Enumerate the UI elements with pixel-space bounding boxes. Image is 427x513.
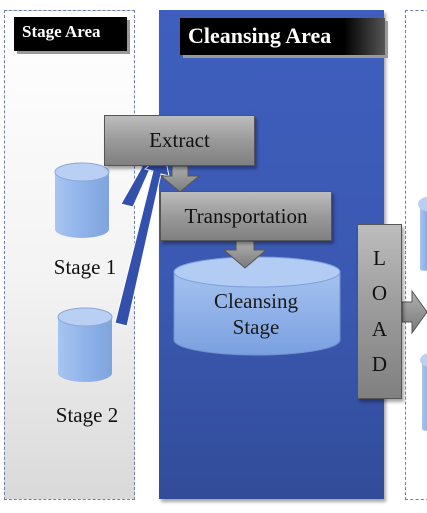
extract-to-transportation-arrow-icon [159, 165, 201, 193]
load-letter: O [371, 281, 388, 306]
stage1-database-icon [54, 162, 110, 238]
warehouse-database-icon-2 [420, 353, 427, 431]
stage-area-title: Stage Area [14, 17, 127, 51]
load-right-arrow-icon [401, 289, 427, 335]
warehouse-database-icon [418, 196, 427, 271]
cleansing-stage-label-line2: Stage [232, 315, 280, 339]
cleansing-stage-database-icon [173, 256, 341, 356]
cleansing-stage-label-line1: Cleansing [214, 289, 298, 313]
extract-box: Extract [104, 115, 255, 166]
stage2-database-icon [57, 307, 113, 382]
load-box: L O A D [357, 224, 402, 399]
cleansing-area-title: Cleansing Area [180, 18, 385, 55]
stage1-label: Stage 1 [53, 255, 117, 279]
stage-area-panel [4, 10, 135, 500]
cleansing-stage-label: Cleansing Stage [175, 288, 337, 344]
load-letter: D [371, 351, 388, 376]
warehouse-area-panel [405, 10, 427, 500]
transportation-to-cleansing-arrow-icon [222, 240, 268, 269]
load-letter: L [373, 246, 386, 271]
cleansing-area-panel [159, 10, 384, 499]
transportation-box: Transportation [160, 191, 332, 241]
stage2-label: Stage 2 [55, 403, 119, 427]
load-letter: A [371, 316, 388, 341]
